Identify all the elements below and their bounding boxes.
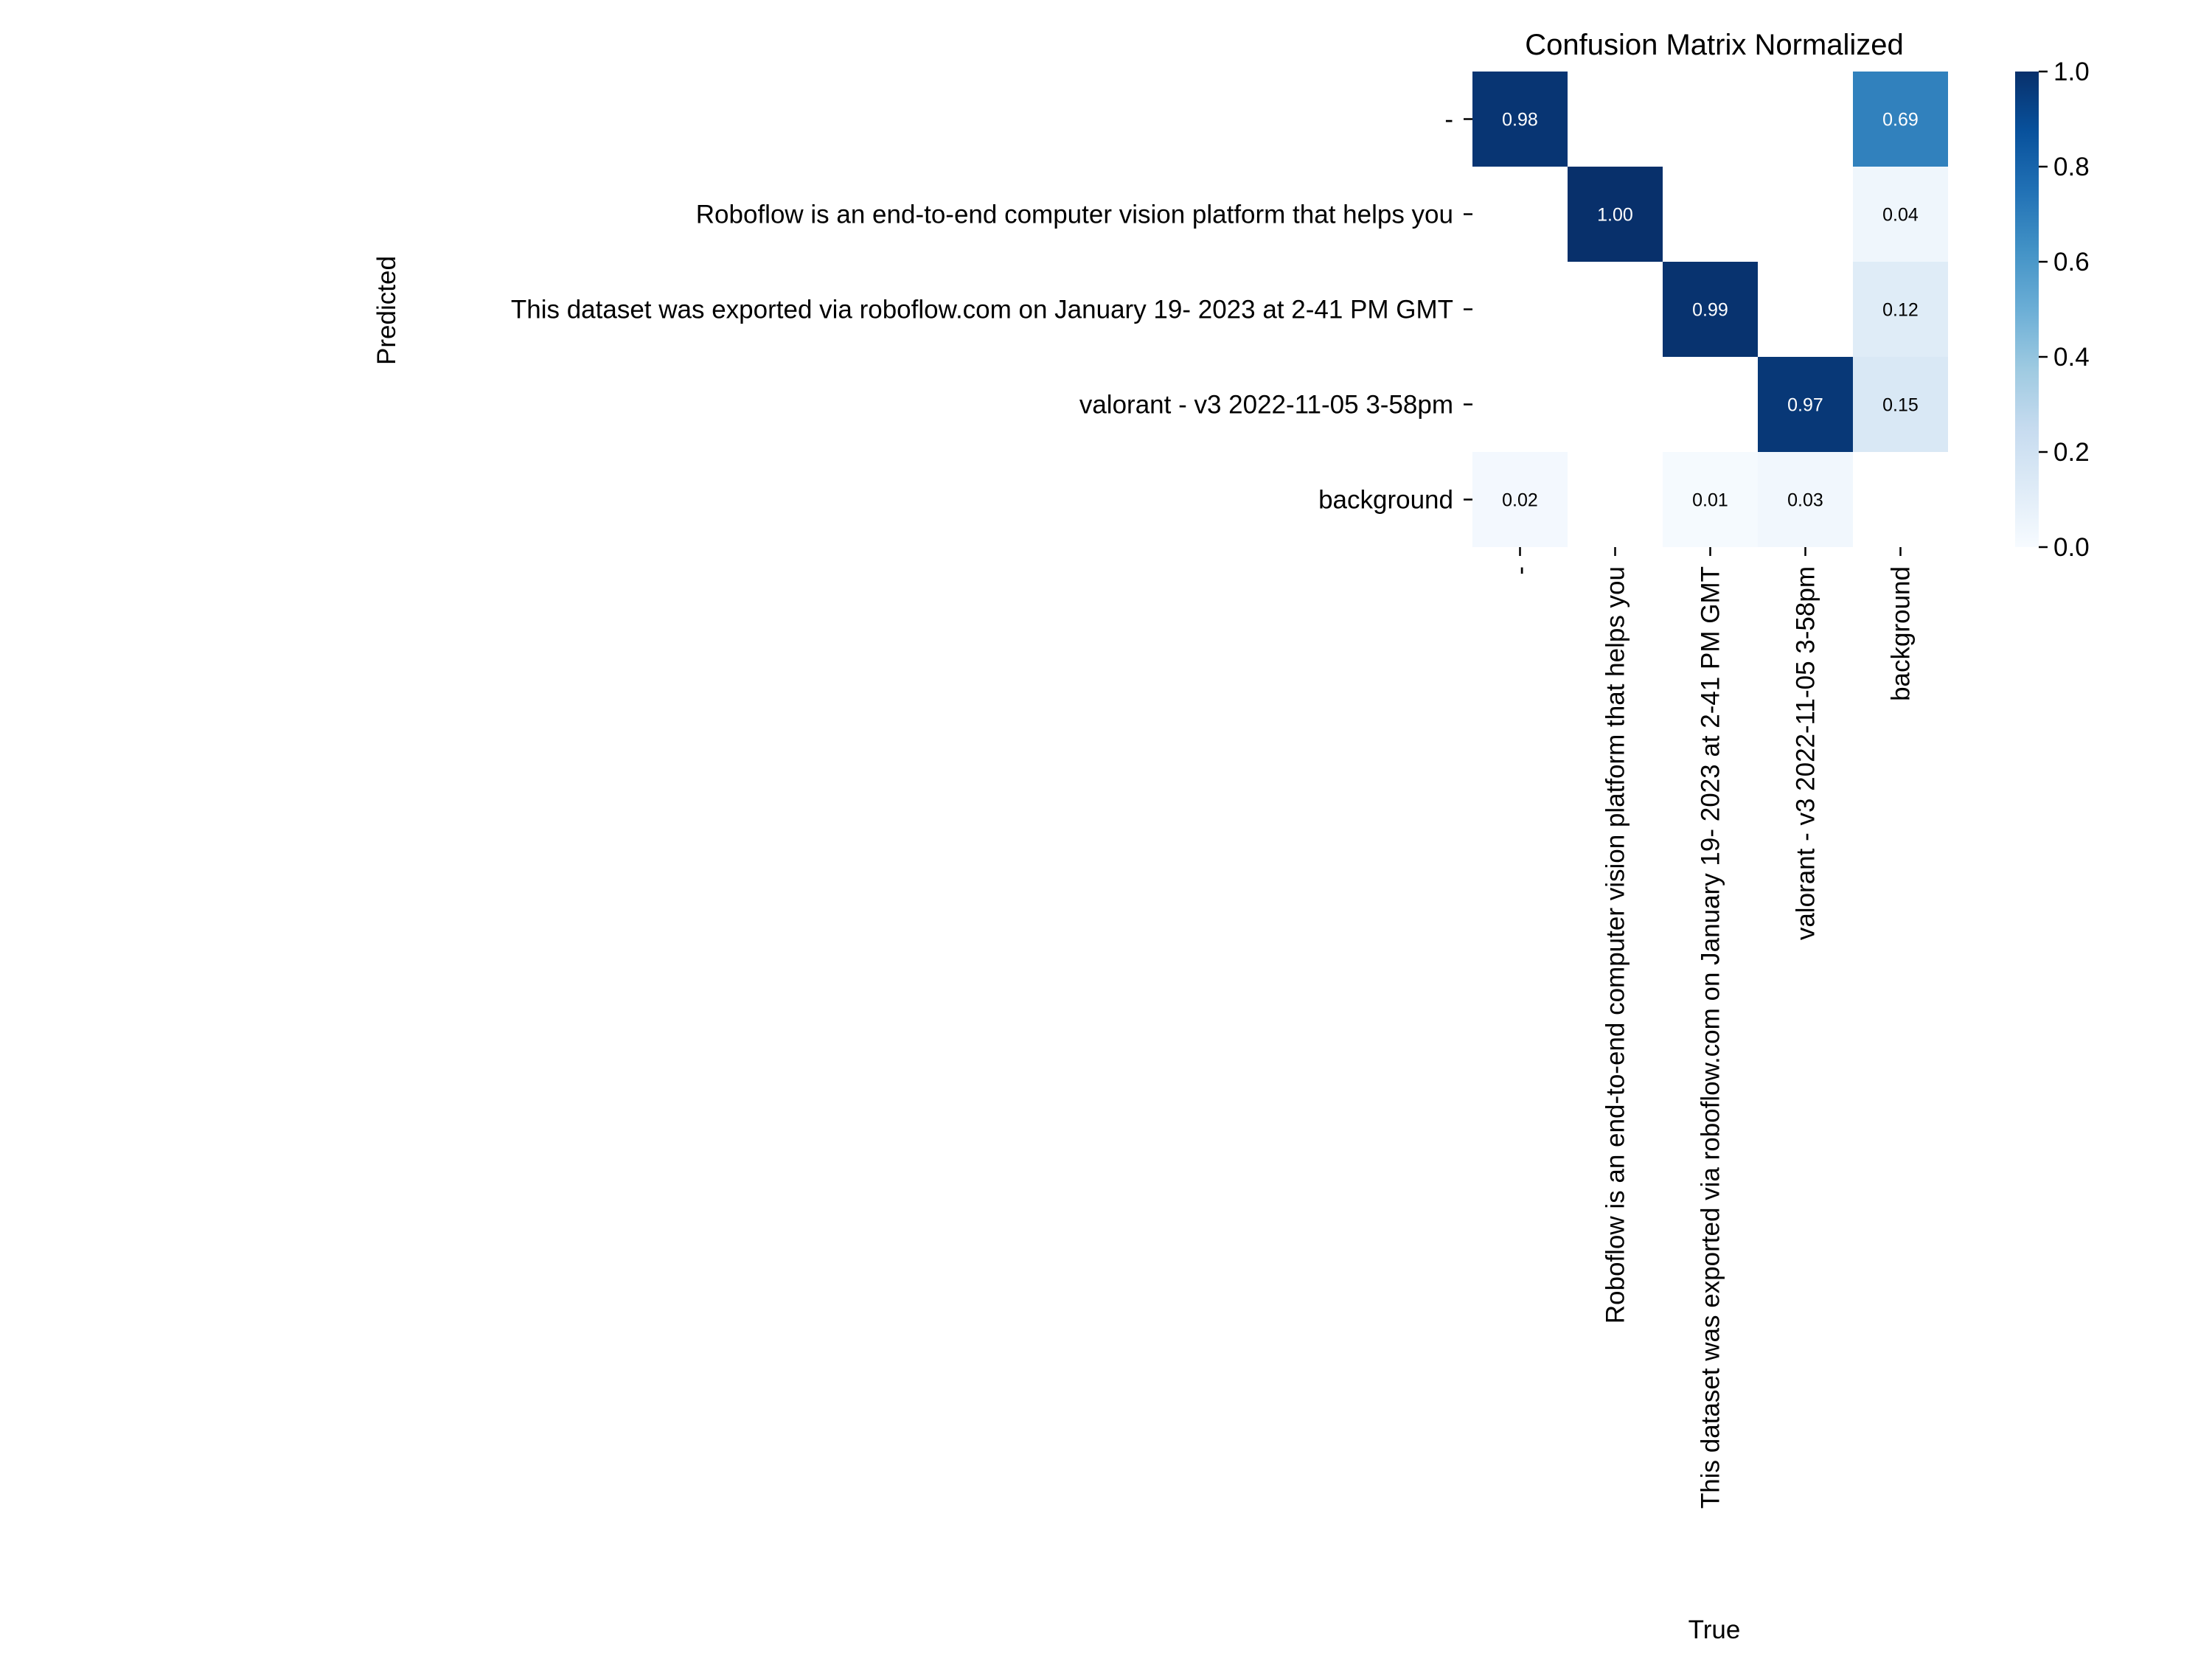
x-tick-label: Roboflow is an end-to-end computer visio… [1601, 566, 1630, 1324]
heatmap-cell [1853, 357, 1948, 452]
heatmap-cell [1568, 167, 1663, 262]
y-tick-label: background [1318, 486, 1453, 515]
x-tick-label: background [1887, 566, 1916, 701]
x-tick-label: valorant - v3 2022-11-05 3-58pm [1792, 566, 1820, 940]
y-tick-label: valorant - v3 2022-11-05 3-58pm [1079, 391, 1453, 420]
cell-value-label: 0.98 [1502, 110, 1538, 131]
heatmap-cell [1758, 452, 1853, 547]
chart-title: Confusion Matrix Normalized [1525, 29, 1904, 61]
heatmap-cell [1472, 452, 1568, 547]
heatmap-cell [1663, 452, 1758, 547]
heatmap-cell [1853, 262, 1948, 357]
y-tick-label: This dataset was exported via roboflow.c… [511, 296, 1453, 324]
heatmap-cell [1853, 167, 1948, 262]
x-axis-label: True [1688, 1615, 1741, 1644]
y-tick-label: - [1444, 105, 1453, 134]
y-axis-label: Predicted [372, 256, 401, 365]
cell-value-label: 0.02 [1502, 490, 1538, 511]
colorbar [2015, 72, 2039, 547]
colorbar-gradient [2015, 72, 2039, 547]
colorbar-tick-label: 0.8 [2053, 153, 2090, 181]
cell-value-label: 1.00 [1597, 205, 1633, 226]
colorbar-tick-label: 1.0 [2053, 58, 2090, 86]
x-tick-label: This dataset was exported via roboflow.c… [1697, 566, 1725, 1509]
heatmap-cell [1663, 262, 1758, 357]
colorbar-tick-label: 0.6 [2053, 248, 2090, 276]
heatmap-cell [1472, 72, 1568, 167]
x-axis: - Roboflow is an end-to-end computer visi… [1506, 547, 1916, 1509]
heatmap-cell [1758, 357, 1853, 452]
cell-value-label: 0.04 [1882, 205, 1919, 226]
cell-value-label: 0.03 [1787, 490, 1823, 511]
colorbar-tick-label: 0.2 [2053, 438, 2090, 467]
colorbar-ticks: 0.0 0.2 0.4 0.6 0.8 1.0 [2039, 58, 2090, 562]
y-axis: - Roboflow is an end-to-end computer visi… [511, 105, 1472, 515]
heatmap-cell [1853, 72, 1948, 167]
cell-value-label: 0.12 [1882, 300, 1919, 321]
cell-value-label: 0.01 [1692, 490, 1728, 511]
cell-value-label: 0.15 [1882, 395, 1919, 416]
x-tick-label: - [1506, 566, 1535, 575]
colorbar-tick-label: 0.4 [2053, 343, 2090, 372]
colorbar-tick-label: 0.0 [2053, 533, 2090, 562]
heatmap-cells [1472, 72, 1948, 547]
heatmap-value-labels: 0.98 0.69 1.00 0.04 0.99 0.12 0.97 0.15 0.02 0.01… [1502, 110, 1919, 511]
y-tick-label: Roboflow is an end-to-end computer visio… [696, 201, 1453, 229]
cell-value-label: 0.99 [1692, 300, 1728, 321]
cell-value-label: 0.69 [1882, 110, 1919, 131]
cell-value-label: 0.97 [1787, 395, 1823, 416]
